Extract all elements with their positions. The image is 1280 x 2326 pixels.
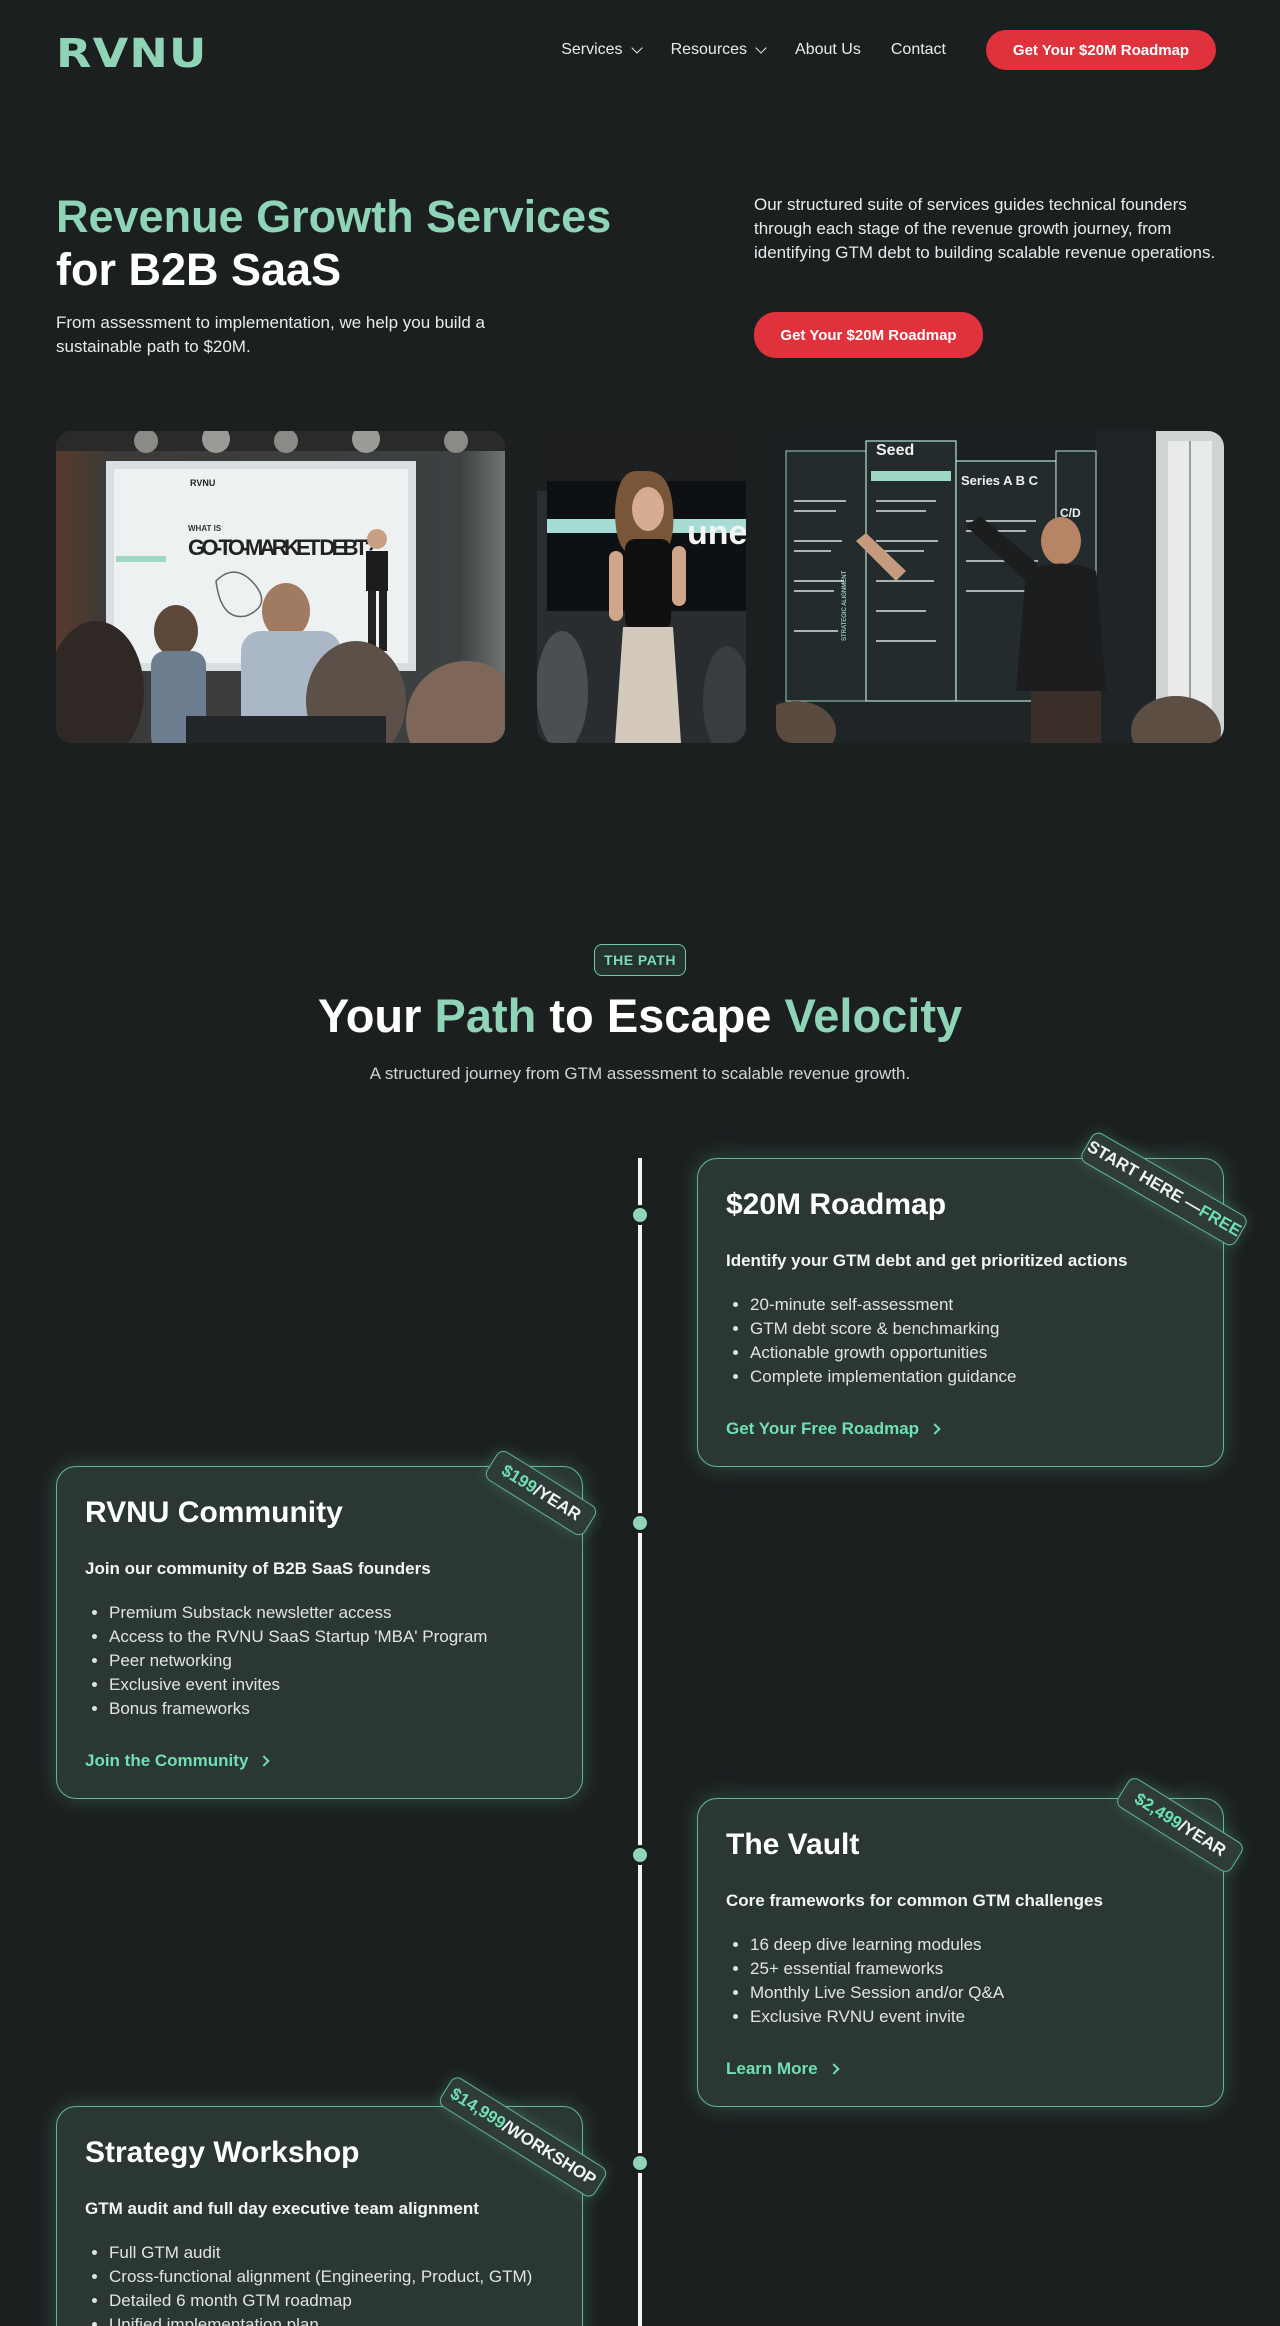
timeline-dot bbox=[630, 1513, 650, 1533]
path-title-part: Your bbox=[317, 989, 435, 1042]
hero-title-green: Revenue Growth Services bbox=[56, 191, 612, 242]
path-title-part-green: Path bbox=[434, 989, 537, 1042]
list-item: Peer networking bbox=[109, 1649, 554, 1673]
join-community-link[interactable]: Join the Community bbox=[85, 1751, 554, 1771]
cta-label: Get Your Free Roadmap bbox=[726, 1419, 920, 1438]
list-item: Monthly Live Session and/or Q&A bbox=[750, 1981, 1195, 2005]
list-item: 16 deep dive learning modules bbox=[750, 1933, 1195, 1957]
board-seed-text: Seed bbox=[876, 442, 914, 459]
board-side-text: STRATEGIC ALIGNMENT bbox=[842, 570, 848, 641]
hero-title-white: for B2B SaaS bbox=[56, 244, 342, 295]
photo-strategy-board: Seed Series A B C C/D STRATEGIC ALIGNMEN… bbox=[776, 431, 1224, 743]
photo-woman-speaker: une bbox=[537, 431, 746, 743]
path-title-part: to Escape bbox=[536, 989, 785, 1042]
list-item: Exclusive RVNU event invite bbox=[750, 2005, 1195, 2029]
card-subtitle: Identify your GTM debt and get prioritiz… bbox=[726, 1251, 1128, 1270]
cta-label: Learn More bbox=[726, 2059, 818, 2078]
list-item: Access to the RVNU SaaS Startup 'MBA' Pr… bbox=[109, 1625, 554, 1649]
screen-text: une bbox=[687, 514, 746, 552]
card-community: RVNU Community Join our community of B2B… bbox=[56, 1466, 583, 1799]
list-item: Cross-functional alignment (Engineering,… bbox=[109, 2265, 554, 2289]
nav-item-about-us[interactable]: About Us bbox=[795, 41, 861, 59]
timeline-line bbox=[638, 1158, 642, 2326]
card-roadmap: $20M Roadmap Identify your GTM debt and … bbox=[697, 1158, 1224, 1467]
list-item: Complete implementation guidance bbox=[750, 1365, 1195, 1389]
get-free-roadmap-link[interactable]: Get Your Free Roadmap bbox=[726, 1419, 1195, 1439]
board-col-text: C/D bbox=[1060, 506, 1081, 520]
hero-title: Revenue Growth Services for B2B SaaS bbox=[56, 190, 616, 296]
card-title: The Vault bbox=[726, 1828, 860, 1861]
chevron-down-icon bbox=[630, 41, 643, 54]
chevron-right-icon bbox=[258, 1755, 271, 1767]
rvnu-logo[interactable]: RVNU bbox=[56, 31, 208, 77]
card-title: RVNU Community bbox=[85, 1496, 343, 1529]
chevron-down-icon bbox=[755, 41, 767, 54]
board-series-text: Series A B C bbox=[961, 473, 1039, 488]
strategy-board-image: Seed Series A B C C/D STRATEGIC ALIGNMEN… bbox=[776, 431, 1224, 743]
nav-item-services[interactable]: Services bbox=[561, 41, 643, 59]
cta-label: Join the Community bbox=[85, 1751, 249, 1770]
timeline-dot bbox=[630, 2153, 650, 2173]
path-title: Your Path to Escape Velocity bbox=[0, 986, 1280, 1046]
chevron-right-icon bbox=[929, 1423, 941, 1435]
path-title-part-green: Velocity bbox=[784, 989, 963, 1042]
nav-item-label: Resources bbox=[670, 41, 748, 58]
card-title: $20M Roadmap bbox=[726, 1188, 947, 1221]
presentation-image: RVNU WHAT IS GO-TO-MARKET DEBT? bbox=[56, 431, 505, 743]
timeline-dot bbox=[630, 1845, 650, 1865]
learn-more-link[interactable]: Learn More bbox=[726, 2059, 1195, 2079]
card-feature-list: Premium Substack newsletter access Acces… bbox=[85, 1601, 554, 1721]
nav-item-label: About Us bbox=[795, 41, 861, 58]
speaker-image: une bbox=[537, 431, 746, 743]
list-item: Detailed 6 month GTM roadmap bbox=[109, 2289, 554, 2313]
nav-item-resources[interactable]: Resources bbox=[670, 41, 767, 59]
list-item: Unified implementation plan bbox=[109, 2313, 554, 2326]
card-strategy-workshop: Strategy Workshop GTM audit and full day… bbox=[56, 2106, 583, 2326]
hero-subtitle: From assessment to implementation, we he… bbox=[56, 313, 485, 356]
card-title: Strategy Workshop bbox=[85, 2136, 360, 2169]
list-item: Exclusive event invites bbox=[109, 1673, 554, 1697]
card-the-vault: The Vault Core frameworks for common GTM… bbox=[697, 1798, 1224, 2107]
card-feature-list: 16 deep dive learning modules 25+ essent… bbox=[726, 1933, 1195, 2029]
nav-roadmap-button[interactable]: Get Your $20M Roadmap bbox=[986, 30, 1216, 70]
list-item: GTM debt score & benchmarking bbox=[750, 1317, 1195, 1341]
card-feature-list: 20-minute self-assessment GTM debt score… bbox=[726, 1293, 1195, 1389]
card-subtitle: GTM audit and full day executive team al… bbox=[85, 2199, 479, 2218]
list-item: 20-minute self-assessment bbox=[750, 1293, 1195, 1317]
hero-description: Our structured suite of services guides … bbox=[754, 195, 1216, 262]
card-subtitle: Core frameworks for common GTM challenge… bbox=[726, 1891, 1103, 1910]
photo-speaker-presentation: RVNU WHAT IS GO-TO-MARKET DEBT? bbox=[56, 431, 505, 743]
timeline-dot bbox=[630, 1205, 650, 1225]
slide-logo: RVNU bbox=[190, 478, 215, 488]
list-item: Bonus frameworks bbox=[109, 1697, 554, 1721]
list-item: Premium Substack newsletter access bbox=[109, 1601, 554, 1625]
list-item: 25+ essential frameworks bbox=[750, 1957, 1195, 1981]
card-subtitle: Join our community of B2B SaaS founders bbox=[85, 1559, 431, 1578]
chevron-right-icon bbox=[827, 2063, 840, 2075]
the-path-badge: THE PATH bbox=[594, 944, 686, 976]
nav-links: Services Resources About Us Contact Get … bbox=[561, 30, 1216, 70]
slide-small-text: WHAT IS bbox=[188, 524, 222, 533]
nav-item-label: Contact bbox=[890, 41, 946, 58]
slide-big-text: GO-TO-MARKET DEBT? bbox=[188, 535, 378, 560]
card-feature-list: Full GTM audit Cross-functional alignmen… bbox=[85, 2241, 554, 2326]
top-nav: RVNU Services Resources About Us Contact… bbox=[0, 0, 1280, 104]
nav-item-label: Services bbox=[561, 41, 623, 58]
list-item: Full GTM audit bbox=[109, 2241, 554, 2265]
list-item: Actionable growth opportunities bbox=[750, 1341, 1195, 1365]
path-subtitle: A structured journey from GTM assessment… bbox=[369, 1064, 911, 1083]
nav-item-contact[interactable]: Contact bbox=[891, 41, 946, 59]
hero-roadmap-button[interactable]: Get Your $20M Roadmap bbox=[754, 312, 983, 358]
